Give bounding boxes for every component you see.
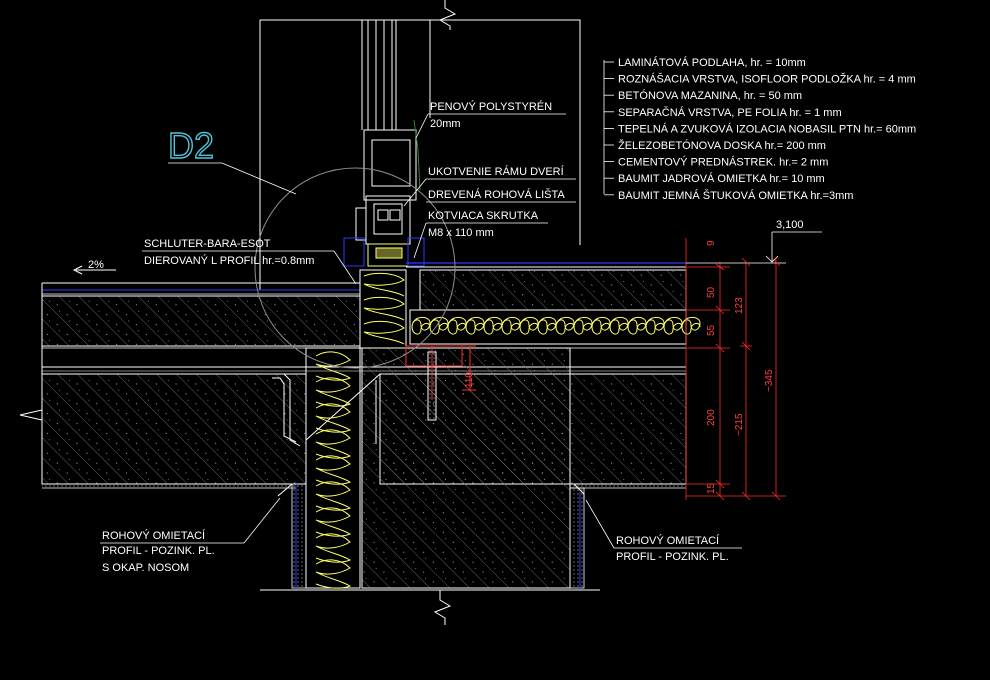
legend-item: CEMENTOVÝ PREDNÁSTREK. hr.= 2 mm bbox=[618, 156, 828, 169]
detail-circle: D2 bbox=[167, 124, 456, 369]
dim-215: ~215 bbox=[734, 413, 745, 436]
wool-wave-path bbox=[411, 317, 701, 335]
callout-rohovy-left-line3: S OKAP. NOSOM bbox=[102, 562, 189, 574]
callout-rohovy-right: ROHOVÝ OMIETACÍ PROFIL - POZINK. PL. bbox=[585, 499, 742, 563]
callout-kotviaca: KOTVIACA SKRUTKA M8 x 110 mm bbox=[413, 210, 548, 259]
layers-legend: LAMINÁTOVÁ PODLAHA, hr. = 10mmROZNÁŠACIA… bbox=[603, 56, 916, 202]
wool-loop bbox=[315, 559, 352, 589]
callout-rohovy-left: ROHOVÝ OMIETACÍ PROFIL - POZINK. PL. S O… bbox=[100, 497, 281, 574]
slope-indicator: 2% bbox=[72, 259, 116, 275]
wool-loop bbox=[315, 429, 352, 459]
dim-123: 123 bbox=[734, 297, 745, 314]
callout-drevena-text: DREVENÁ ROHOVÁ LIŠTA bbox=[428, 188, 565, 201]
callout-penovy-line1: PENOVÝ POLYSTYRÉN bbox=[430, 100, 552, 113]
callout-kotviaca-line2: M8 x 110 mm bbox=[428, 227, 494, 239]
legend-item: SEPARAČNÁ VRSTVA, PE FOLIA hr. = 1 mm bbox=[618, 106, 842, 119]
dim-50: 50 bbox=[706, 286, 717, 298]
callout-penovy-line2: 20mm bbox=[430, 118, 461, 130]
frame-insulation-wool bbox=[363, 272, 405, 345]
legend-item: LAMINÁTOVÁ PODLAHA, hr. = 10mm bbox=[618, 56, 806, 69]
dimension-values: 9 50 55 200 15 123 ~215 ~345 bbox=[706, 240, 775, 494]
upper-wall bbox=[259, 0, 581, 290]
dimension-chains bbox=[685, 238, 786, 501]
dim-55: 55 bbox=[706, 324, 717, 336]
callout-penovy: PENOVÝ POLYSTYRÉN 20mm bbox=[415, 100, 566, 139]
detail-title: D2 bbox=[168, 125, 214, 166]
wool-loop bbox=[315, 481, 352, 511]
callout-ukotvenie: UKOTVENIE RÁMU DVERÍ bbox=[403, 165, 576, 207]
dim-9: 9 bbox=[706, 240, 717, 246]
callout-kotviaca-line1: KOTVIACA SKRUTKA bbox=[428, 210, 539, 222]
wool-loop bbox=[363, 296, 405, 321]
callout-schluter-line1: SCHLUTER-BARA-ESOT bbox=[144, 238, 271, 250]
legend-item: BAUMIT JADROVÁ OMIETKA hr.= 10 mm bbox=[618, 172, 825, 185]
wool-loop bbox=[315, 533, 352, 563]
callout-drevena: DREVENÁ ROHOVÁ LIŠTA bbox=[426, 188, 576, 203]
anchor-screw bbox=[405, 345, 476, 400]
dim-200: 200 bbox=[706, 409, 717, 426]
dim-110: 110 bbox=[464, 372, 475, 388]
wool-loop bbox=[315, 507, 352, 537]
elevation-label: 3,100 bbox=[776, 219, 804, 231]
wool-loop bbox=[363, 272, 405, 297]
legend-item: BAUMIT JEMNÁ ŠTUKOVÁ OMIETKA hr.=3mm bbox=[618, 189, 853, 202]
wall-insulation-wool bbox=[315, 351, 352, 589]
callout-rohovy-left-line1: ROHOVÝ OMIETACÍ bbox=[102, 529, 206, 542]
legend-item: ŽELEZOBETÓNOVA DOSKA hr.= 200 mm bbox=[618, 139, 826, 152]
floor-layers bbox=[19, 262, 687, 489]
callout-rohovy-right-line1: ROHOVÝ OMIETACÍ bbox=[616, 534, 720, 547]
floor-insulation-wool bbox=[411, 317, 701, 335]
elevation-marker: 3,100 bbox=[765, 219, 822, 263]
wool-loop bbox=[315, 455, 352, 485]
legend-item: BETÓNOVA MAZANINA, hr. = 50 mm bbox=[618, 89, 802, 102]
callout-schluter-line2: DIEROVANÝ L PROFIL hr.=0.8mm bbox=[144, 254, 314, 267]
dim-345: ~345 bbox=[764, 369, 775, 392]
lower-wall bbox=[260, 269, 600, 625]
legend-item: ROZNÁŠACIA VRSTVA, ISOFLOOR PODLOŽKA hr.… bbox=[618, 73, 916, 86]
dim-15: 15 bbox=[706, 482, 717, 494]
wool-loop bbox=[315, 377, 352, 407]
slope-label: 2% bbox=[88, 259, 104, 271]
wool-loop bbox=[363, 320, 405, 345]
callout-rohovy-right-line2: PROFIL - POZINK. PL. bbox=[616, 551, 729, 563]
callout-schluter: SCHLUTER-BARA-ESOT DIEROVANÝ L PROFIL hr… bbox=[142, 238, 357, 285]
wool-loop bbox=[315, 403, 352, 433]
callout-rohovy-left-line2: PROFIL - POZINK. PL. bbox=[102, 545, 215, 557]
legend-item: TEPELNÁ A ZVUKOVÁ IZOLACIA NOBASIL PTN h… bbox=[618, 122, 916, 135]
door-frame-profile bbox=[343, 20, 425, 267]
callout-ukotvenie-text: UKOTVENIE RÁMU DVERÍ bbox=[428, 165, 565, 178]
